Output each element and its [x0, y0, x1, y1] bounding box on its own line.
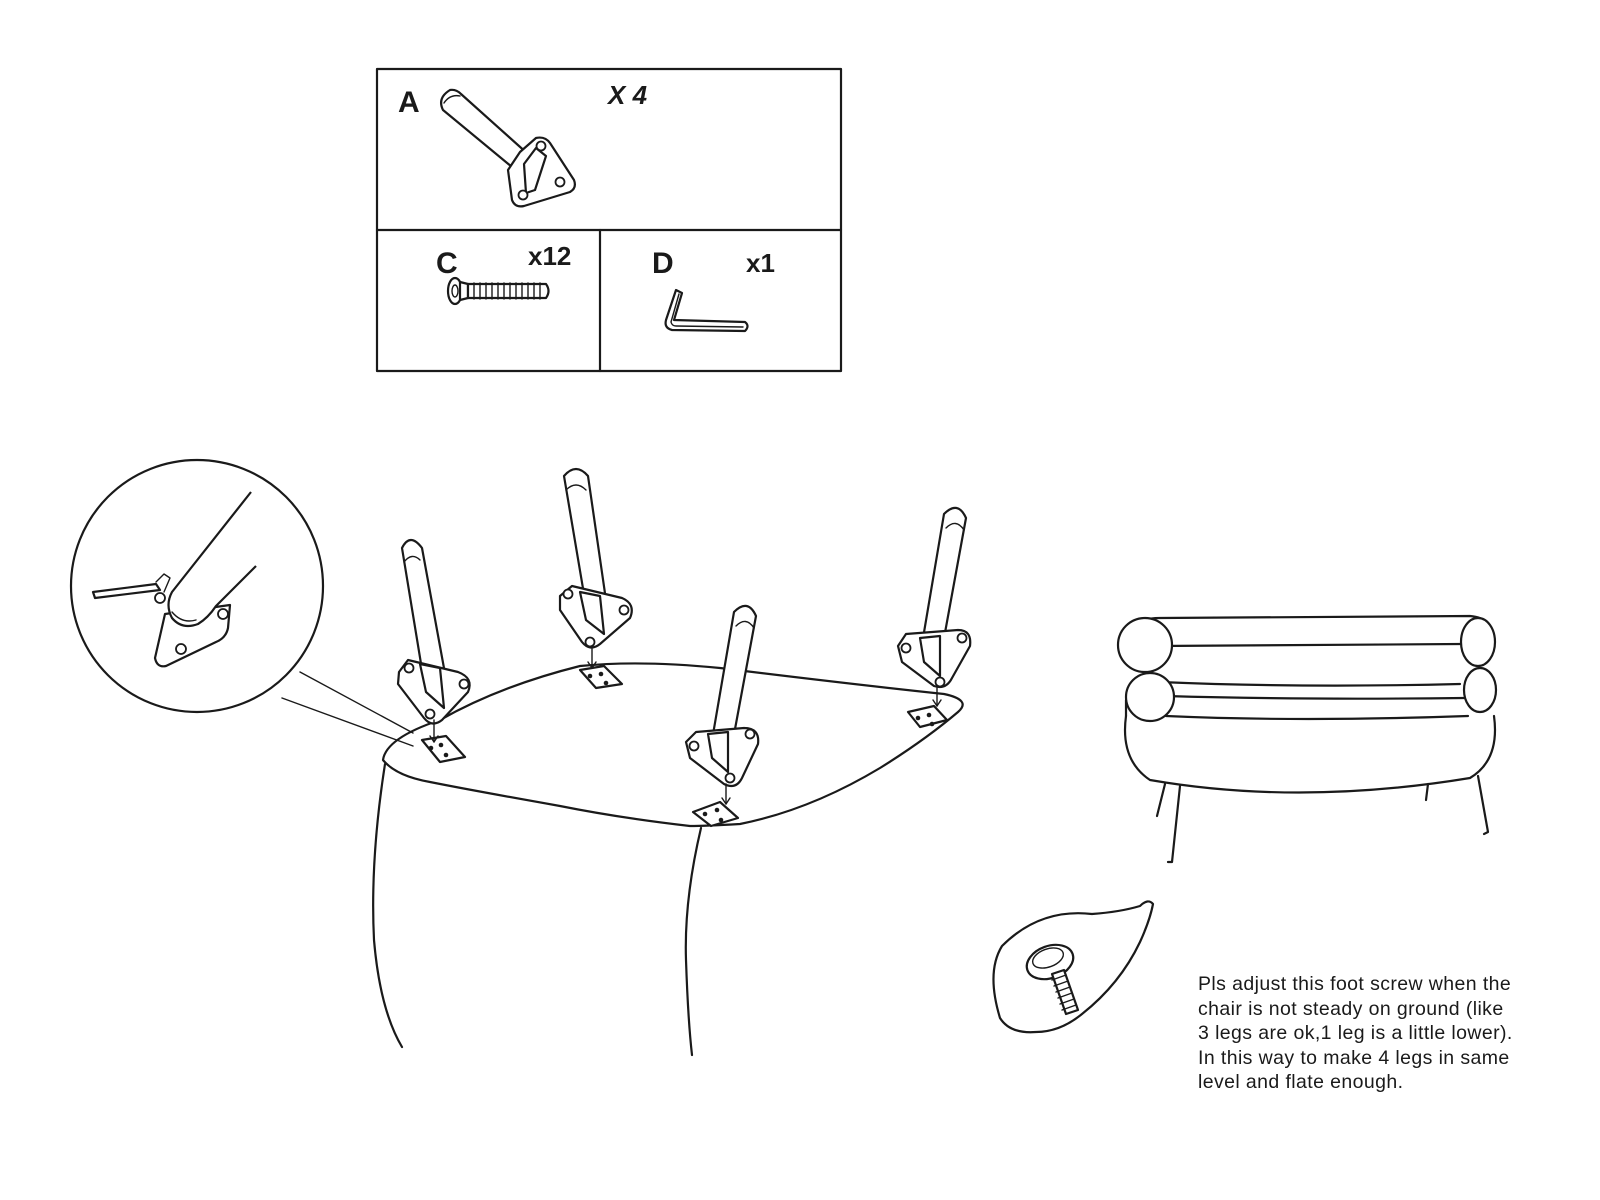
- sofa-leg: [1155, 782, 1167, 818]
- seat-side-left: [372, 762, 404, 1049]
- allen-key-icon: [91, 582, 162, 600]
- part-a-quantity: X 4: [606, 80, 648, 110]
- inverted-chair: [372, 467, 972, 1057]
- magnifier-pointer-line: [281, 697, 414, 747]
- magnifier-circle: [69, 458, 325, 714]
- allen-key-detail-magnifier: [69, 458, 414, 747]
- mount-plate: [578, 664, 624, 690]
- mount-plate: [691, 800, 740, 828]
- leg-4-icon: [896, 506, 972, 707]
- note-line: In this way to make 4 legs in same: [1198, 1046, 1510, 1069]
- part-c-cell: C x12: [436, 241, 571, 306]
- sofa-backrest-line: [1158, 680, 1462, 687]
- leg-part-a-icon: [440, 88, 576, 208]
- part-d-letter: D: [652, 247, 674, 280]
- allen-key-part-d-icon: [664, 288, 749, 333]
- sofa-leg: [1166, 784, 1182, 864]
- sofa-left-armroll-lower: [1124, 671, 1176, 723]
- foot-screw-callout: [992, 900, 1155, 1034]
- sofa-right-armroll-upper: [1459, 616, 1497, 668]
- part-d-quantity: x1: [746, 248, 775, 278]
- part-c-quantity: x12: [528, 241, 571, 271]
- part-d-cell: D x1: [652, 247, 775, 333]
- leg-2-icon: [558, 467, 633, 669]
- sofa-leg: [1476, 774, 1490, 836]
- mount-plate: [420, 734, 467, 764]
- sofa-leg: [1424, 782, 1430, 802]
- foot-screw-note: Pls adjust this foot screw when the chai…: [1198, 972, 1588, 1095]
- note-line: 3 legs are ok,1 leg is a little lower).: [1198, 1022, 1513, 1044]
- leg-detail-icon: [91, 491, 257, 668]
- part-a-cell: A X 4: [398, 80, 648, 208]
- leg-3-icon: [684, 604, 760, 805]
- sofa-seat-cushion-line: [1164, 714, 1470, 721]
- magnifier-pointer-line: [299, 671, 414, 734]
- leg-1-icon: [396, 538, 471, 743]
- assembled-sofa: [1116, 614, 1498, 864]
- seat-underside: [381, 662, 964, 828]
- part-a-letter: A: [398, 86, 420, 119]
- note-line: chair is not steady on ground (like: [1198, 997, 1504, 1020]
- foot-screw-icon: [1025, 943, 1080, 1016]
- note-line: level and flate enough.: [1198, 1071, 1404, 1093]
- callout-bubble: [992, 900, 1155, 1034]
- sofa-backrest-top: [1128, 614, 1494, 642]
- sofa-base: [1124, 714, 1496, 794]
- note-line: Pls adjust this foot screw when the: [1198, 973, 1512, 995]
- sofa-seat-cushion-line: [1164, 694, 1466, 700]
- sofa-left-armroll-upper: [1116, 616, 1174, 674]
- seat-side-front: [684, 826, 703, 1057]
- mount-plate: [906, 704, 949, 729]
- part-c-letter: C: [436, 247, 458, 280]
- parts-box-frame: [375, 67, 843, 373]
- sofa-backrest-line: [1156, 642, 1464, 648]
- parts-list-box: A X 4 C x12: [375, 67, 843, 373]
- screw-part-c-icon: [446, 276, 550, 306]
- sofa-right-armroll-lower: [1462, 666, 1498, 714]
